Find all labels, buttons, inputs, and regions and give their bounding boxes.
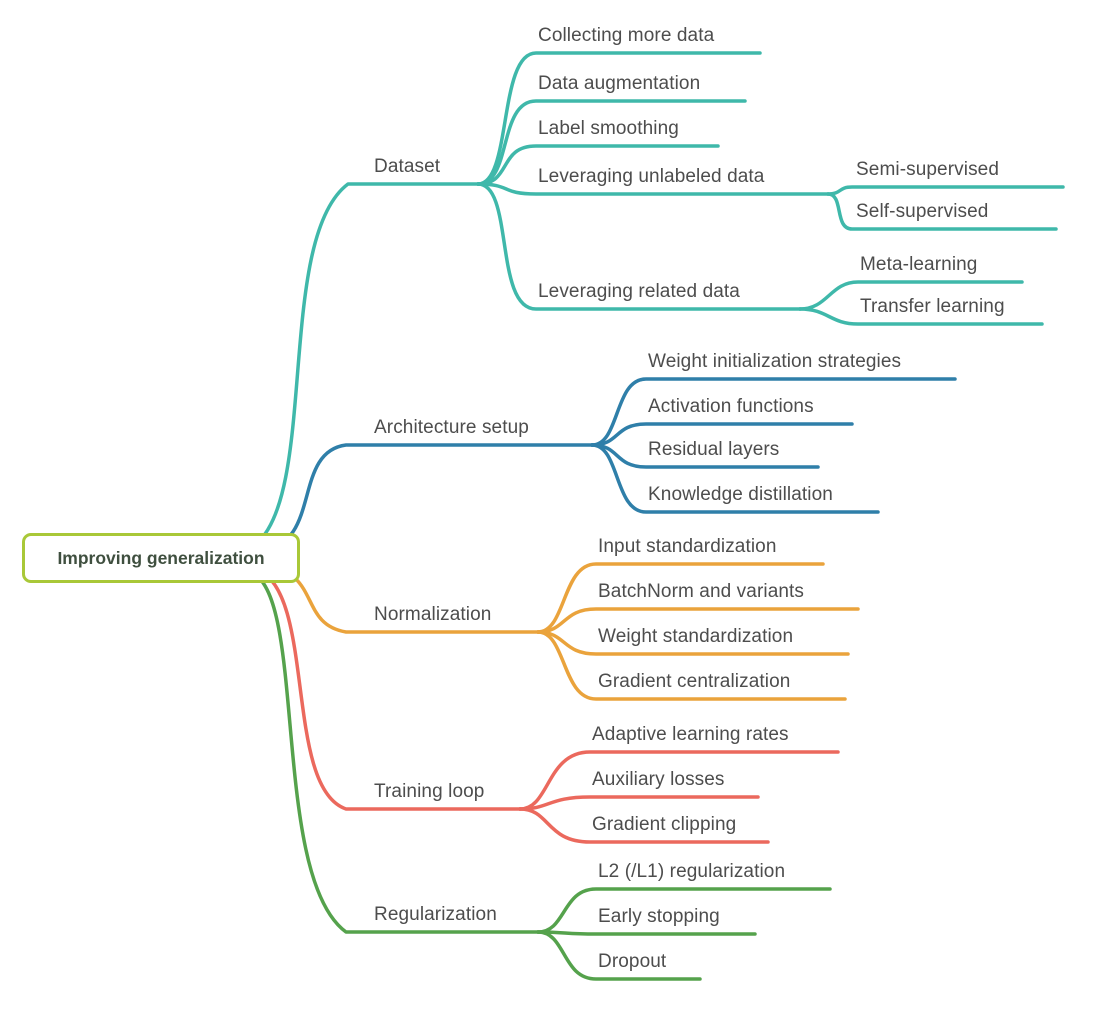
node-transfer-learning: Transfer learning <box>860 296 1005 317</box>
node-l2-l1-regularization: L2 (/L1) regularization <box>598 861 786 882</box>
node-leveraging-unlabeled-data: Leveraging unlabeled data <box>538 166 765 187</box>
node-weight-initialization-strategies: Weight initialization strategies <box>648 351 902 372</box>
branch-regularization-edges <box>252 572 832 981</box>
node-training-loop: Training loop <box>374 781 485 802</box>
edge-normalization-input-standardization <box>536 562 825 634</box>
edge-regularization-l2-l1 <box>536 887 832 934</box>
edge-regularization-early-stopping <box>536 930 757 936</box>
edge-dataset-data-augmentation <box>476 99 747 186</box>
edge-regularization-dropout <box>536 930 702 981</box>
node-self-supervised: Self-supervised <box>856 201 989 222</box>
edge-root-architecture-setup <box>260 443 594 552</box>
node-data-augmentation: Data augmentation <box>538 73 701 94</box>
node-gradient-centralization: Gradient centralization <box>598 671 791 692</box>
node-gradient-clipping: Gradient clipping <box>592 814 737 835</box>
edge-dataset-label-smoothing <box>476 144 720 186</box>
node-regularization: Regularization <box>374 904 497 925</box>
edge-unlabeled-self-supervised <box>826 192 1058 231</box>
edge-training-auxiliary-losses <box>518 795 760 811</box>
node-early-stopping: Early stopping <box>598 906 720 927</box>
root-node-improving-generalization: Improving generalization <box>22 533 300 583</box>
edge-related-transfer-learning <box>798 307 1044 326</box>
edge-training-adaptive-learning-rates <box>518 750 840 811</box>
edge-architecture-knowledge-distillation <box>590 443 880 514</box>
branch-dataset-edges <box>254 51 1065 546</box>
node-adaptive-learning-rates: Adaptive learning rates <box>592 724 789 745</box>
root-node-label: Improving generalization <box>57 547 265 568</box>
edge-dataset-leveraging-unlabeled-data <box>476 182 830 196</box>
branch-training-loop-edges <box>256 568 840 844</box>
node-semi-supervised: Semi-supervised <box>856 159 999 180</box>
edge-normalization-gradient-centralization <box>536 630 847 701</box>
node-dropout: Dropout <box>598 951 667 972</box>
node-knowledge-distillation: Knowledge distillation <box>648 484 833 505</box>
node-auxiliary-losses: Auxiliary losses <box>592 769 725 790</box>
edge-root-training-loop <box>256 568 522 811</box>
edge-root-regularization <box>252 572 540 934</box>
node-input-standardization: Input standardization <box>598 536 777 557</box>
branch-architecture-edges <box>260 377 957 552</box>
node-leveraging-related-data: Leveraging related data <box>538 281 740 302</box>
branch-normalization-edges <box>260 562 860 701</box>
edge-architecture-weight-initialization <box>590 377 957 447</box>
node-meta-learning: Meta-learning <box>860 254 978 275</box>
node-batchnorm-and-variants: BatchNorm and variants <box>598 581 805 602</box>
edge-training-gradient-clipping <box>518 807 770 844</box>
node-collecting-more-data: Collecting more data <box>538 25 715 46</box>
node-architecture-setup: Architecture setup <box>374 417 529 438</box>
node-weight-standardization: Weight standardization <box>598 626 794 647</box>
node-dataset: Dataset <box>374 156 441 177</box>
edge-unlabeled-semi-supervised <box>826 185 1065 196</box>
edge-dataset-leveraging-related-data <box>476 182 802 311</box>
node-residual-layers: Residual layers <box>648 439 780 460</box>
node-normalization: Normalization <box>374 604 492 625</box>
node-activation-functions: Activation functions <box>648 396 814 417</box>
edge-root-dataset <box>254 182 480 546</box>
node-label-smoothing: Label smoothing <box>538 118 679 139</box>
